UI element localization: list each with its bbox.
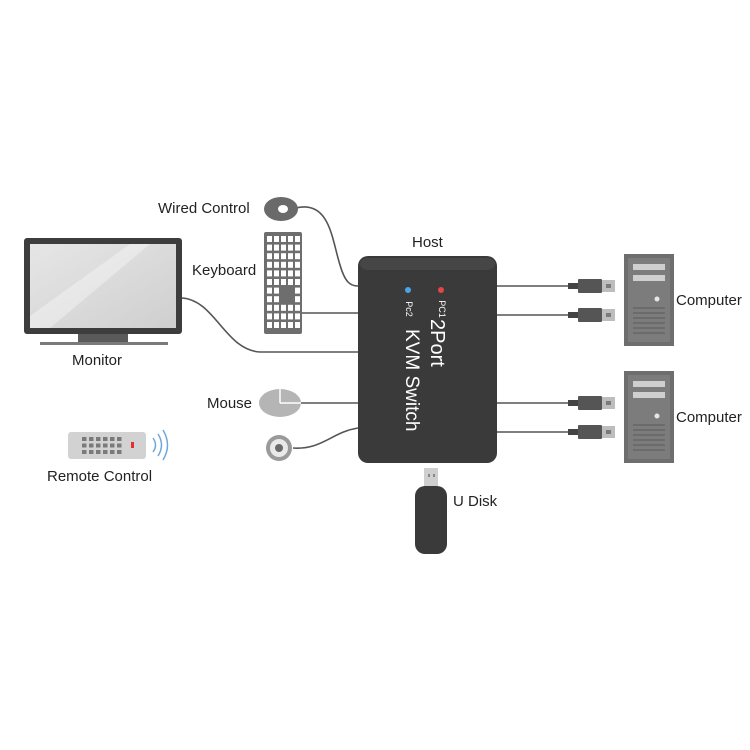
cables: [181, 206, 568, 449]
monitor-icon: [24, 238, 182, 345]
computer-label-2: Computer: [676, 409, 742, 426]
computer-label-1: Computer: [676, 292, 742, 309]
usb-disk-icon: [415, 468, 447, 554]
usb-plugs: [568, 279, 615, 439]
remote-control-icon: [68, 432, 146, 459]
wireless-signal-icon: [152, 429, 169, 461]
computer-tower-icon: [624, 371, 674, 463]
wired-button-icon: [266, 435, 292, 461]
cable-monitor: [181, 297, 358, 353]
monitor-label: Monitor: [72, 352, 123, 369]
cable-wired-control: [295, 206, 359, 287]
cable-wired-button: [292, 427, 359, 449]
remote-control-label: Remote Control: [47, 468, 153, 485]
device-title-line1: 2Port: [426, 319, 448, 367]
led-pc1-label: PC1: [437, 300, 447, 318]
device-title-line2: KVM Switch: [401, 329, 422, 432]
wired-control-icon: [264, 197, 298, 221]
host-label: Host: [412, 234, 443, 251]
kvm-switch-icon: [358, 256, 497, 463]
computer-tower-icon: [624, 254, 674, 346]
wired-control-label: Wired Control: [158, 200, 250, 217]
mouse-icon: [259, 389, 301, 417]
keyboard-icon: [264, 232, 302, 334]
u-disk-label: U Disk: [453, 493, 498, 510]
mouse-label: Mouse: [207, 395, 253, 412]
led-pc2-label: Pc2: [404, 301, 414, 317]
keyboard-label: Keyboard: [192, 262, 257, 279]
led-pc1-icon: [438, 287, 444, 293]
led-pc2-icon: [405, 287, 411, 293]
